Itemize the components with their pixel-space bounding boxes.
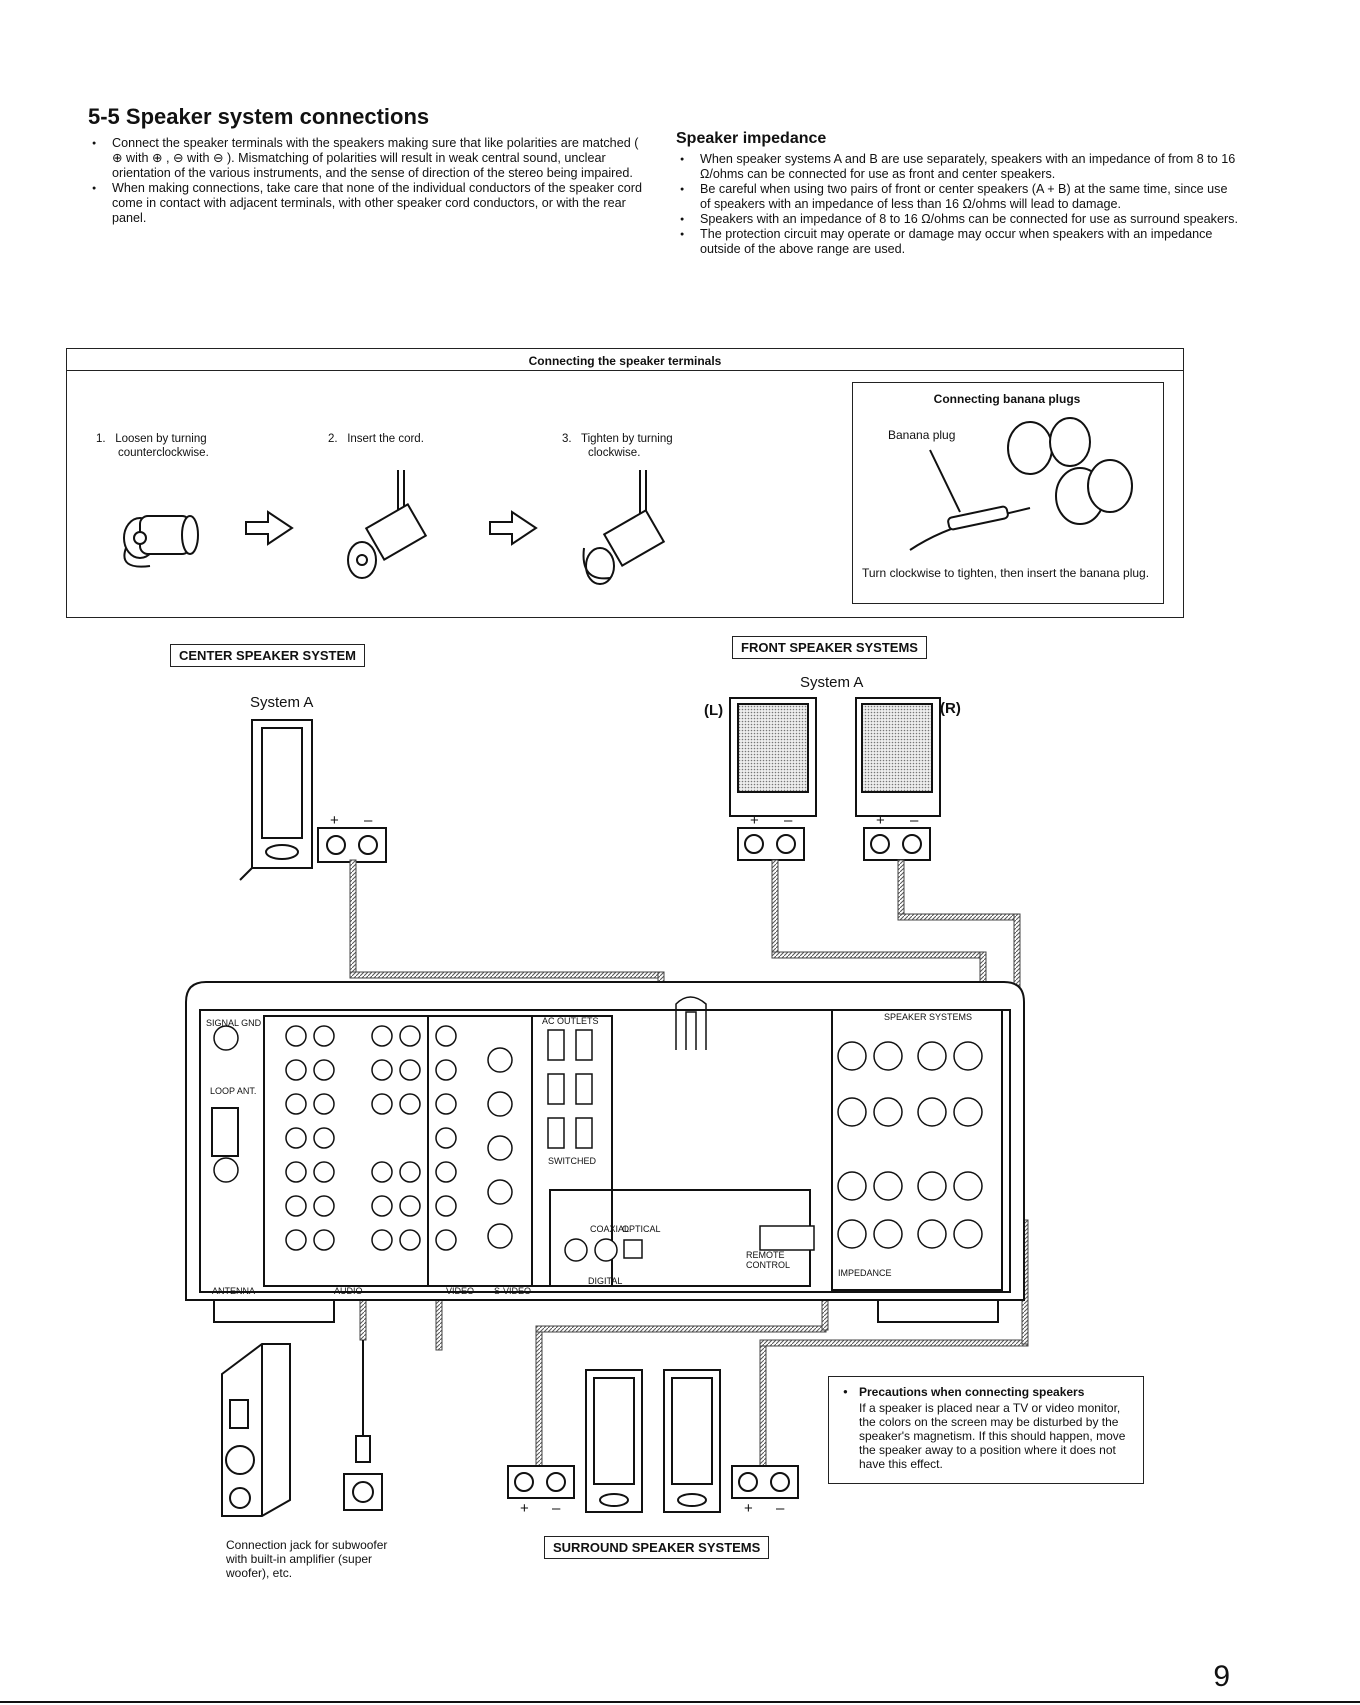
- center-speaker-icon: [239, 719, 313, 881]
- terminals-frame: [66, 348, 1184, 618]
- surround-l-minus: –: [552, 1500, 561, 1517]
- center-minus: –: [364, 812, 373, 829]
- connection-bullets: Connect the speaker terminals with the s…: [90, 136, 652, 226]
- step-3: 3. Tighten by turning clockwise.: [562, 432, 673, 460]
- front-l-plus: +: [750, 812, 759, 829]
- banana-plug-icon: [909, 417, 1133, 551]
- precautions-box: Precautions when connecting speakers ● I…: [828, 1376, 1144, 1484]
- panel-label-svideo: S-VIDEO: [494, 1286, 532, 1296]
- step-1-num: 1.: [96, 433, 106, 445]
- banana-header: Connecting banana plugs: [933, 392, 1081, 406]
- front-left-speaker-icon: [729, 697, 817, 817]
- impedance-bullet-4: The protection circuit may operate or da…: [680, 227, 1240, 257]
- panel-jacks: [213, 1025, 643, 1262]
- panel-label-optical: OPTICAL: [622, 1224, 661, 1234]
- center-plus: +: [330, 812, 339, 829]
- center-system-label: System A: [250, 694, 314, 711]
- center-speaker-label: CENTER SPEAKER SYSTEM: [170, 644, 365, 667]
- panel-label-coaxial: COAXIAL: [590, 1224, 630, 1234]
- front-terminals-icon: [737, 827, 931, 861]
- subwoofer-note: Connection jack for subwoofer with built…: [226, 1538, 388, 1580]
- surround-terminals-icon: [507, 1465, 799, 1499]
- bullet-polarity: Connect the speaker terminals with the s…: [92, 136, 652, 181]
- front-left-label: (L): [704, 702, 724, 719]
- step-1-line2: counterclockwise.: [118, 447, 209, 459]
- receiver-rear-panel-icon: [185, 981, 1025, 1323]
- banana-note: Turn clockwise to tighten, then insert t…: [862, 566, 1150, 580]
- panel-label-loop-ant: LOOP ANT.: [210, 1086, 257, 1096]
- front-system-label: System A: [800, 674, 864, 691]
- step-3-line2: clockwise.: [588, 447, 641, 459]
- step-2-line1: Insert the cord.: [347, 433, 424, 445]
- step-3-num: 3.: [562, 433, 572, 445]
- front-right-speaker-icon: [855, 697, 941, 817]
- arrow-icon: [245, 510, 538, 546]
- impedance-title: Speaker impedance: [676, 130, 827, 147]
- section-title: 5-5 Speaker system connections: [88, 104, 430, 129]
- front-right-label: (R): [940, 700, 961, 717]
- panel-label-speaker-systems: SPEAKER SYSTEMS: [884, 1012, 973, 1022]
- subwoofer-icon: [221, 1343, 291, 1517]
- surround-speaker-label: SURROUND SPEAKER SYSTEMS: [544, 1536, 770, 1559]
- bullet-conductors: When making connections, take care that …: [92, 181, 652, 226]
- step-1: 1. Loosen by turning counterclockwise.: [96, 432, 209, 460]
- center-terminal-icon: [317, 827, 387, 863]
- surround-r-plus: +: [744, 1500, 753, 1517]
- panel-label-impedance: IMPEDANCE: [838, 1268, 892, 1278]
- step-2: 2. Insert the cord.: [328, 432, 424, 446]
- impedance-bullet-3: Speakers with an impedance of 8 to 16 Ω/…: [680, 212, 1240, 227]
- panel-label-remote: REMOTE CONTROL: [746, 1250, 791, 1270]
- page-number: 9: [1213, 1660, 1230, 1693]
- precautions-title: Precautions when connecting speakers: [859, 1385, 1085, 1399]
- step-3-line1: Tighten by turning: [580, 433, 673, 445]
- panel-label-video: VIDEO: [446, 1286, 475, 1296]
- terminals-header-rule: [66, 370, 1184, 371]
- ac-outlet-symbol: [675, 996, 707, 1050]
- banana-box: [852, 382, 1164, 604]
- terminal-insert-icon: [347, 470, 428, 579]
- terminal-tighten-icon: [582, 470, 666, 585]
- precautions-text: If a speaker is placed near a TV or vide…: [859, 1401, 1126, 1471]
- precautions-bullet-icon: ●: [843, 1387, 848, 1396]
- front-r-plus: +: [876, 812, 885, 829]
- panel-label-signal-gnd: SIGNAL GND: [206, 1018, 262, 1028]
- surround-right-speaker-icon: [663, 1369, 721, 1513]
- step-1-line1: Loosen by turning: [115, 433, 207, 445]
- panel-label-antenna: ANTENNA: [212, 1286, 256, 1296]
- front-l-minus: –: [784, 812, 793, 829]
- surround-l-plus: +: [520, 1500, 529, 1517]
- front-speaker-label: FRONT SPEAKER SYSTEMS: [732, 636, 927, 659]
- surround-r-minus: –: [776, 1500, 785, 1517]
- speaker-terminal-block: [759, 1041, 983, 1251]
- subwoofer-cable-icon: [343, 1340, 383, 1511]
- terminal-loosen-icon: [123, 515, 199, 568]
- front-r-minus: –: [910, 812, 919, 829]
- banana-plug-label: Banana plug: [888, 428, 956, 442]
- panel-label-audio: AUDIO: [334, 1286, 363, 1296]
- surround-left-speaker-icon: [585, 1369, 643, 1513]
- impedance-bullet-1: When speaker systems A and B are use sep…: [680, 152, 1240, 182]
- panel-label-ac-outlets: AC OUTLETS: [542, 1016, 599, 1026]
- impedance-bullets: When speaker systems A and B are use sep…: [678, 152, 1240, 257]
- impedance-bullet-2: Be careful when using two pairs of front…: [680, 182, 1240, 212]
- terminals-header: Connecting the speaker terminals: [528, 354, 722, 368]
- panel-label-digital: DIGITAL: [588, 1276, 623, 1286]
- panel-label-switched: SWITCHED: [548, 1156, 596, 1166]
- step-2-num: 2.: [328, 433, 338, 445]
